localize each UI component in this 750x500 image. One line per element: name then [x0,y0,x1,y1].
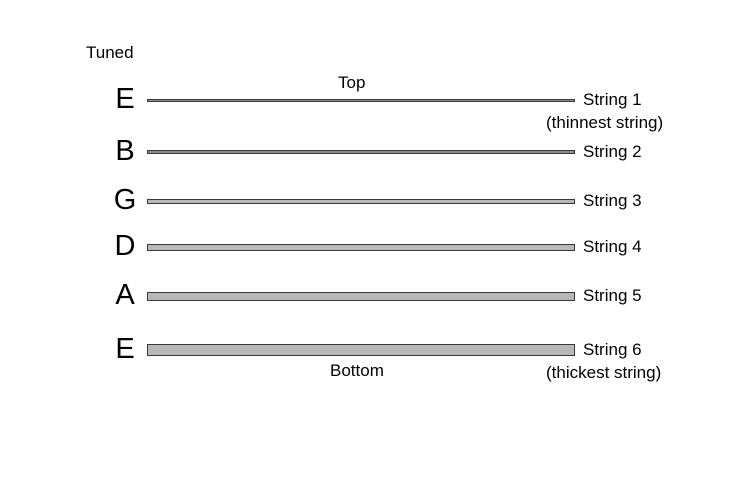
string-2-label: String 2 [583,142,642,161]
note-letter-string-3: G [113,184,137,216]
string-1-line [147,99,575,102]
string-6-line [147,344,575,356]
string-5-line [147,292,575,301]
string-1-label: String 1 [583,90,642,109]
top-label: Top [338,73,366,92]
bottom-label: Bottom [330,361,384,380]
note-letter-string-6: E [115,333,135,365]
string-3-label: String 3 [583,191,642,210]
string-6-label: String 6 [583,340,642,359]
note-letter-string-5: A [115,279,135,311]
string-4-label: String 4 [583,237,642,256]
string-6-sublabel: (thickest string) [546,363,662,382]
tuned-label: Tuned [86,43,134,62]
note-letter-string-1: E [115,83,135,115]
string-5-label: String 5 [583,286,642,305]
note-letter-string-2: B [115,135,135,167]
string-1-sublabel: (thinnest string) [546,113,664,132]
string-2-line [147,150,575,154]
note-letter-string-4: D [114,230,136,262]
string-4-line [147,244,575,251]
string-3-line [147,199,575,204]
